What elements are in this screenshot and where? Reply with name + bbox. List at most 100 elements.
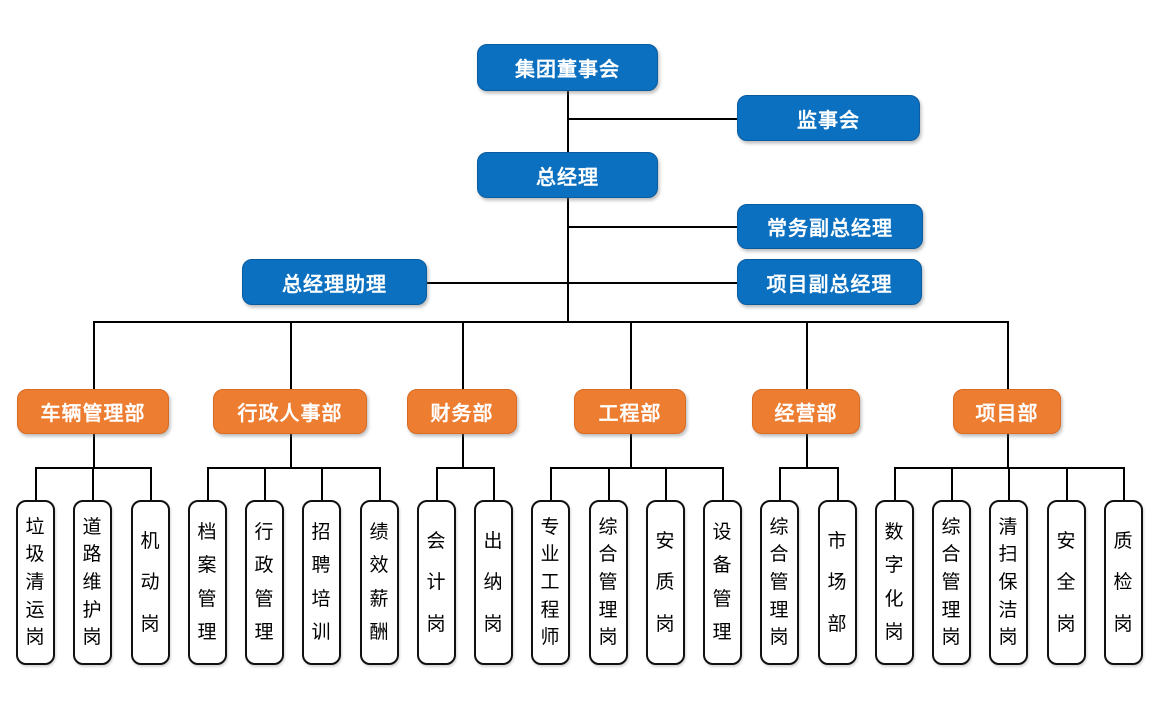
connector-line bbox=[665, 467, 667, 500]
connector-line bbox=[427, 282, 737, 284]
connector-line bbox=[1007, 434, 1009, 467]
position-label-char: 专 bbox=[540, 516, 560, 538]
position-label-char: 岗 bbox=[1113, 613, 1133, 635]
node-position-operations-0: 综合管理岗 bbox=[759, 500, 799, 665]
connector-line bbox=[207, 467, 379, 469]
connector-line bbox=[290, 321, 292, 389]
node-position-project-2: 清扫保洁岗 bbox=[988, 500, 1028, 665]
connector-line bbox=[35, 467, 37, 500]
position-label-char: 招 bbox=[311, 522, 331, 544]
position-label-char: 理 bbox=[254, 621, 274, 643]
position-label-char: 纳 bbox=[483, 572, 503, 593]
node-label: 项目部 bbox=[975, 403, 1039, 425]
node-supervisory-board: 监事会 bbox=[737, 95, 920, 141]
position-label-char: 扫 bbox=[998, 544, 1018, 566]
position-label-char: 部 bbox=[827, 613, 847, 635]
node-position-project-0: 数字化岗 bbox=[874, 500, 914, 665]
position-label-char: 管 bbox=[598, 571, 618, 593]
position-label-char: 岗 bbox=[769, 627, 789, 649]
connector-line bbox=[462, 434, 464, 467]
position-label-char: 岗 bbox=[598, 627, 618, 649]
node-position-engineering-2: 安质岗 bbox=[645, 500, 685, 665]
position-label-char: 机 bbox=[140, 530, 160, 552]
position-label-char: 培 bbox=[311, 588, 331, 610]
connector-line bbox=[436, 467, 438, 500]
connector-line bbox=[550, 467, 722, 469]
position-label-char: 工 bbox=[540, 571, 560, 593]
position-label-char: 管 bbox=[712, 588, 732, 610]
position-label-char: 管 bbox=[254, 588, 274, 610]
node-label: 项目副总经理 bbox=[766, 273, 893, 296]
position-label-char: 管 bbox=[769, 571, 789, 593]
connector-line bbox=[567, 226, 737, 228]
position-label-char: 理 bbox=[941, 599, 961, 621]
connector-line bbox=[207, 467, 209, 500]
position-label-char: 案 bbox=[197, 555, 217, 577]
node-position-admin-hr-0: 档案管理 bbox=[187, 500, 227, 665]
position-label-char: 理 bbox=[712, 621, 732, 643]
position-label-char: 合 bbox=[769, 544, 789, 566]
node-executive-deputy-gm: 常务副总经理 bbox=[737, 204, 923, 249]
node-position-vehicle-management-2: 机动岗 bbox=[130, 500, 170, 665]
position-label-char: 合 bbox=[598, 544, 618, 566]
node-dept-admin-hr: 行政人事部 bbox=[213, 389, 367, 434]
position-label-char: 全 bbox=[1056, 572, 1076, 593]
position-label-char: 会 bbox=[426, 530, 446, 552]
node-label: 总经理 bbox=[536, 166, 599, 189]
node-position-admin-hr-1: 行政管理 bbox=[244, 500, 284, 665]
node-position-finance-0: 会计岗 bbox=[416, 500, 456, 665]
connector-line bbox=[150, 467, 152, 500]
node-position-engineering-3: 设备管理 bbox=[702, 500, 742, 665]
position-label-char: 质 bbox=[1113, 530, 1133, 552]
node-project-deputy-gm: 项目副总经理 bbox=[737, 259, 922, 305]
node-position-project-1: 综合管理岗 bbox=[931, 500, 971, 665]
connector-line bbox=[722, 467, 724, 500]
node-label: 总经理助理 bbox=[282, 273, 387, 296]
node-label: 车辆管理部 bbox=[40, 403, 146, 425]
node-position-vehicle-management-1: 道路维护岗 bbox=[72, 500, 112, 665]
connector-line bbox=[1066, 467, 1068, 500]
connector-line bbox=[567, 91, 569, 152]
node-dept-project: 项目部 bbox=[953, 389, 1061, 434]
position-label-char: 化 bbox=[884, 588, 904, 610]
node-dept-operations: 经营部 bbox=[752, 389, 860, 434]
position-label-char: 运 bbox=[25, 599, 45, 621]
position-label-char: 档 bbox=[197, 522, 217, 544]
position-label-char: 管 bbox=[941, 571, 961, 593]
connector-line bbox=[264, 467, 266, 500]
node-position-engineering-0: 专业工程师 bbox=[530, 500, 570, 665]
position-label-char: 行 bbox=[254, 522, 274, 544]
node-dept-engineering: 工程部 bbox=[574, 389, 686, 434]
connector-line bbox=[806, 321, 808, 389]
connector-line bbox=[462, 321, 464, 389]
position-label-char: 道 bbox=[82, 516, 102, 538]
node-position-admin-hr-3: 绩效薪酬 bbox=[359, 500, 399, 665]
position-label-char: 计 bbox=[426, 572, 446, 593]
connector-line bbox=[290, 434, 292, 467]
connector-line bbox=[630, 321, 632, 389]
node-position-operations-1: 市场部 bbox=[817, 500, 857, 665]
node-label: 集团董事会 bbox=[515, 59, 620, 81]
node-general-manager: 总经理 bbox=[477, 152, 658, 198]
connector-line bbox=[630, 434, 632, 467]
node-label: 财务部 bbox=[430, 403, 494, 425]
node-position-admin-hr-2: 招聘培训 bbox=[301, 500, 341, 665]
position-label-char: 岗 bbox=[655, 613, 675, 635]
position-label-char: 质 bbox=[655, 572, 675, 593]
node-label: 常务副总经理 bbox=[767, 218, 893, 240]
position-label-char: 保 bbox=[998, 571, 1018, 593]
position-label-char: 检 bbox=[1113, 572, 1133, 593]
position-label-char: 绩 bbox=[369, 522, 389, 544]
connector-line bbox=[92, 467, 94, 500]
connector-line bbox=[493, 467, 495, 500]
position-label-char: 合 bbox=[941, 544, 961, 566]
position-label-char: 岗 bbox=[884, 621, 904, 643]
position-label-char: 出 bbox=[483, 530, 503, 552]
position-label-char: 洁 bbox=[998, 599, 1018, 621]
position-label-char: 安 bbox=[655, 530, 675, 552]
position-label-char: 字 bbox=[884, 555, 904, 577]
position-label-char: 训 bbox=[311, 621, 331, 643]
connector-line bbox=[567, 198, 569, 321]
connector-line bbox=[93, 434, 95, 467]
position-label-char: 薪 bbox=[369, 588, 389, 610]
